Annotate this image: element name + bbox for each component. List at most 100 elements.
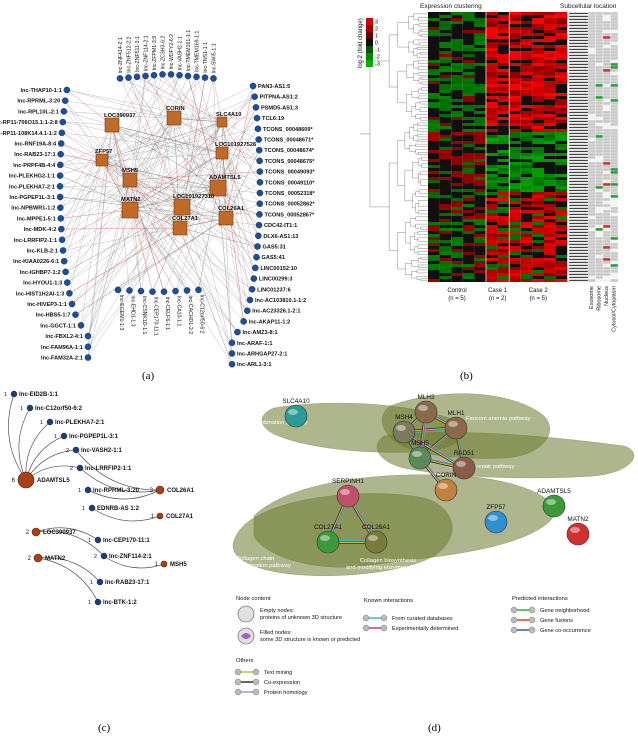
lnc-node	[167, 71, 175, 78]
heatmap-cell	[486, 48, 498, 51]
location-cell	[595, 104, 604, 109]
lnc-label: lnc-RPRML-3:20	[17, 99, 60, 105]
lnc-label: lnc-EID2B-1:1	[19, 392, 59, 398]
heatmap-cell	[451, 39, 463, 42]
protein-interaction-edge	[404, 431, 465, 468]
heatmap-cell	[497, 33, 510, 36]
location-cell	[602, 188, 611, 193]
location-cell	[602, 80, 611, 85]
heatmap-cell	[544, 207, 556, 210]
lnc-node	[195, 286, 202, 294]
heatmap-cell	[520, 15, 533, 18]
heatmap-cell	[555, 138, 568, 141]
location-cell	[587, 161, 596, 166]
heatmap-cell	[428, 66, 440, 69]
heatmap-cell	[555, 162, 568, 165]
heatmap-cell	[428, 48, 440, 51]
heatmap-cell	[544, 120, 556, 123]
location-cell	[610, 20, 619, 25]
heatmap-cell	[428, 96, 440, 99]
lnc-node	[243, 307, 251, 315]
heatmap-cell	[532, 105, 544, 108]
heatmap-cell	[520, 198, 533, 201]
heatmap-cell	[520, 126, 533, 129]
protein-label: ADAMTSL5	[537, 488, 571, 495]
heatmap-cell	[439, 75, 452, 78]
location-cell	[610, 152, 619, 157]
row-label-mark	[569, 33, 599, 36]
heatmap-cell	[509, 180, 521, 183]
heatmap-cell	[439, 243, 452, 246]
heatmap-cell	[555, 159, 568, 162]
lnc-node	[193, 73, 200, 81]
heatmap-cell	[486, 207, 498, 210]
heatmap-cell	[509, 273, 521, 276]
lnc-node	[210, 75, 217, 82]
location-cell	[595, 110, 604, 115]
heatmap-cell	[474, 168, 486, 171]
heatmap-cell	[520, 204, 533, 207]
heatmap-cell	[544, 201, 556, 204]
heatmap-cell	[520, 33, 533, 36]
row-label-mark	[569, 123, 599, 126]
legend-tick: -1	[375, 48, 380, 54]
heatmap-cell	[428, 132, 440, 135]
location-col-label: Ribosome	[597, 286, 603, 311]
row-label-mark	[569, 237, 599, 240]
heatmap-cell	[520, 273, 533, 276]
heatmap-cell	[509, 231, 521, 234]
heatmap-cell	[555, 66, 568, 69]
lnc-label: lnc-ARAF-1:1	[237, 341, 272, 347]
heatmap-cell	[462, 135, 475, 138]
heatmap-cell	[532, 15, 544, 18]
lnc-label: lnc-RPL10L-2:1	[18, 109, 59, 115]
heatmap-cell	[497, 18, 510, 21]
heatmap-cell	[474, 117, 486, 120]
location-cell	[587, 164, 596, 169]
heatmap-cell	[532, 63, 544, 66]
lnc-node	[252, 104, 260, 111]
location-cell	[602, 203, 611, 208]
location-cell	[595, 47, 604, 52]
heatmap-cell	[451, 21, 463, 24]
heatmap-cell	[474, 84, 486, 87]
heatmap-cell	[509, 159, 521, 162]
row-label-mark	[569, 24, 592, 27]
heatmap-cell	[520, 186, 533, 189]
heatmap-cell	[544, 96, 556, 99]
row-label-mark	[569, 144, 592, 147]
heatmap-cell	[497, 96, 510, 99]
location-cell	[587, 233, 596, 238]
lnc-node	[57, 204, 64, 211]
heatmap-cell	[451, 147, 463, 150]
heatmap-cell	[474, 111, 486, 114]
location-cell	[587, 251, 596, 256]
location-cell	[602, 110, 611, 115]
lnc-label: PAN3-AS1:5	[258, 84, 290, 90]
heatmap-cell	[462, 246, 475, 249]
location-cell	[602, 185, 611, 190]
heatmap-cell	[428, 87, 440, 90]
heatmap-cell	[462, 99, 475, 102]
heatmap-cell	[474, 63, 486, 66]
location-cell	[587, 68, 596, 73]
heatmap-cell	[428, 207, 440, 210]
heatmap-cell	[509, 36, 521, 39]
legend-text: Gene co-occurrence	[540, 628, 591, 634]
heatmap-cell	[451, 108, 463, 111]
heatmap-cell	[428, 231, 440, 234]
heatmap-cell	[486, 234, 498, 237]
heatmap-cell	[474, 45, 486, 48]
heatmap-cell	[439, 273, 452, 276]
lnc-label: lnc-WDFY2-6:2	[169, 34, 175, 70]
row-label-mark	[569, 273, 599, 276]
location-cell	[602, 248, 611, 253]
heatmap-cell	[555, 33, 568, 36]
heatmap-cell	[462, 204, 475, 207]
heatmap-cell	[509, 150, 521, 153]
heatmap-cell	[439, 261, 452, 264]
row-label-mark	[569, 195, 599, 198]
heatmap-cell	[474, 93, 486, 96]
location-cell	[610, 263, 619, 268]
heatmap-cell	[486, 42, 498, 45]
